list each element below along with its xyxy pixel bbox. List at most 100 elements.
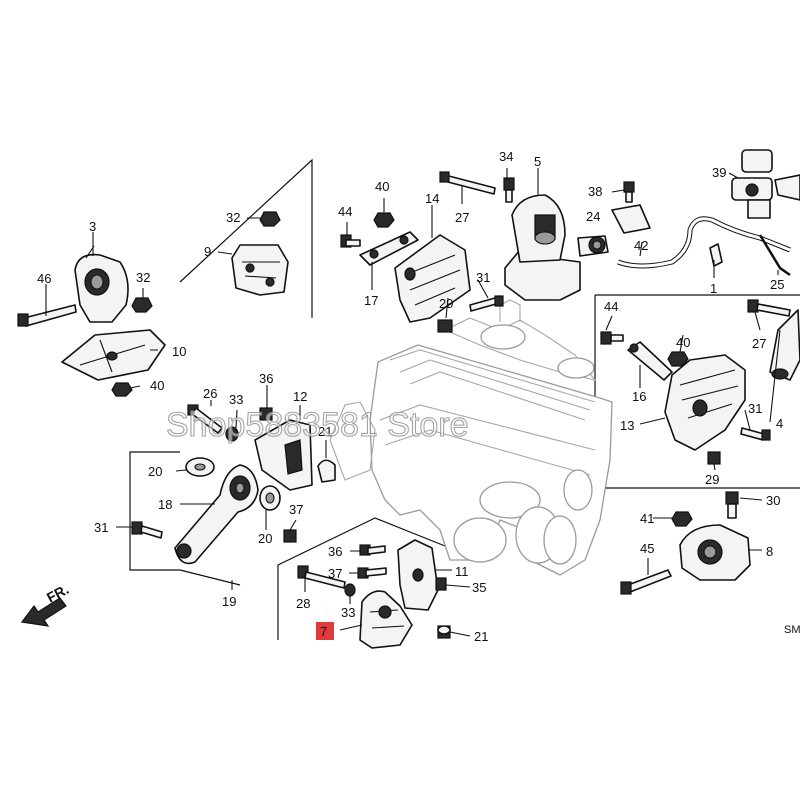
washer-33-lower bbox=[344, 583, 356, 597]
callout-24: 24 bbox=[586, 209, 600, 224]
callout-7: 7 bbox=[320, 624, 327, 639]
callout-40-top: 40 bbox=[375, 179, 389, 194]
part-3-mount bbox=[74, 245, 129, 323]
callout-36-lower: 36 bbox=[328, 544, 342, 559]
callout-11: 11 bbox=[455, 564, 469, 579]
bolt-38 bbox=[623, 181, 635, 203]
bolt-30 bbox=[725, 491, 739, 519]
callout-33-left: 33 bbox=[229, 392, 243, 407]
callout-21-lower: 21 bbox=[474, 629, 488, 644]
callout-3: 3 bbox=[89, 219, 96, 234]
bolt-26 bbox=[187, 404, 223, 434]
callout-34: 34 bbox=[499, 149, 513, 164]
callout-38: 38 bbox=[588, 184, 602, 199]
callout-29-right: 29 bbox=[705, 472, 719, 487]
part-24-clip bbox=[611, 204, 651, 234]
callout-8: 8 bbox=[766, 544, 773, 559]
callout-12: 12 bbox=[293, 389, 307, 404]
washer-33-left bbox=[225, 426, 239, 442]
callout-21-left: 21 bbox=[318, 424, 332, 439]
part-10-bracket bbox=[61, 329, 166, 381]
callout-36-left: 36 bbox=[259, 371, 273, 386]
part-5-mount bbox=[504, 194, 609, 301]
part-21-bushing bbox=[317, 459, 336, 483]
callout-44-right: 44 bbox=[604, 299, 618, 314]
group-bracket-19 bbox=[129, 451, 241, 586]
bolt-27-right bbox=[747, 299, 791, 317]
bolt-45 bbox=[620, 569, 672, 595]
diagram-code: SM bbox=[784, 624, 800, 636]
bolt-29-right bbox=[707, 451, 721, 465]
bolt-46 bbox=[17, 304, 77, 327]
callout-5: 5 bbox=[534, 154, 541, 169]
callout-45: 45 bbox=[640, 541, 654, 556]
callout-31-left: 31 bbox=[94, 520, 108, 535]
callout-14: 14 bbox=[425, 191, 439, 206]
bolt-29-center bbox=[437, 319, 453, 333]
callout-29-center: 29 bbox=[439, 296, 453, 311]
part-9-bracket bbox=[231, 244, 289, 296]
engine-block bbox=[329, 299, 613, 576]
callout-13: 13 bbox=[620, 418, 634, 433]
front-label: FR. bbox=[44, 581, 71, 606]
nut-32-top bbox=[259, 211, 281, 227]
callout-32-top: 32 bbox=[226, 210, 240, 225]
callout-18: 18 bbox=[158, 497, 172, 512]
bolt-44-right bbox=[600, 331, 624, 345]
callout-32-left: 32 bbox=[136, 270, 150, 285]
callout-31-right: 31 bbox=[748, 401, 762, 416]
callout-25: 25 bbox=[770, 277, 784, 292]
callout-27-top: 27 bbox=[455, 210, 469, 225]
bolt-36-lower bbox=[359, 544, 386, 556]
bolt-36-left bbox=[259, 407, 273, 421]
bolt-44-top bbox=[340, 234, 361, 248]
callout-9: 9 bbox=[204, 244, 211, 259]
nut-40-right bbox=[667, 351, 689, 367]
part-39-sensor bbox=[731, 149, 800, 219]
bolt-27-top bbox=[439, 171, 496, 195]
part-13-mount bbox=[664, 354, 746, 451]
callout-40-right: 40 bbox=[676, 335, 690, 350]
part-4-mount bbox=[769, 309, 800, 381]
callout-16: 16 bbox=[632, 389, 646, 404]
callout-37-left: 37 bbox=[289, 502, 303, 517]
bolt-37-left bbox=[283, 529, 297, 543]
callout-1: 1 bbox=[710, 281, 717, 296]
callout-31-center: 31 bbox=[476, 270, 490, 285]
callout-20-bottom: 20 bbox=[258, 531, 272, 546]
bolt-31-center bbox=[469, 295, 504, 312]
bolt-31-right bbox=[740, 427, 771, 441]
callout-30: 30 bbox=[766, 493, 780, 508]
bolt-35 bbox=[435, 577, 447, 591]
callout-17: 17 bbox=[364, 293, 378, 308]
callout-33-lower: 33 bbox=[341, 605, 355, 620]
callout-35: 35 bbox=[472, 580, 486, 595]
callout-41: 41 bbox=[640, 511, 654, 526]
callout-10: 10 bbox=[172, 344, 186, 359]
callout-42: 42 bbox=[634, 238, 648, 253]
callout-44-top: 44 bbox=[338, 204, 352, 219]
store-watermark: Shop5883581 Store bbox=[166, 406, 468, 444]
bolt-31-left bbox=[131, 521, 163, 539]
bolt-21-lower bbox=[437, 625, 451, 639]
part-14-bracket bbox=[359, 231, 471, 323]
group-bracket-9 bbox=[179, 158, 313, 318]
callout-labels: 3 46 32 10 40 9 32 40 44 14 17 27 34 5 3… bbox=[37, 149, 784, 644]
nut-41 bbox=[671, 511, 693, 527]
callout-26: 26 bbox=[203, 386, 217, 401]
part-8-mount bbox=[679, 524, 751, 581]
callout-40-left: 40 bbox=[150, 378, 164, 393]
highlight-part-7 bbox=[316, 622, 334, 640]
part-16-bracket bbox=[627, 341, 673, 381]
nut-40-left bbox=[111, 382, 133, 397]
part-12-bracket bbox=[254, 419, 313, 491]
part-11-bracket bbox=[397, 539, 439, 611]
callout-27-right: 27 bbox=[752, 336, 766, 351]
bolt-28 bbox=[297, 565, 346, 589]
part-25-tube bbox=[758, 234, 791, 277]
group-box-7 bbox=[277, 517, 461, 640]
nut-40-top bbox=[373, 212, 395, 228]
callout-37-lower: 37 bbox=[328, 566, 342, 581]
callout-28: 28 bbox=[296, 596, 310, 611]
